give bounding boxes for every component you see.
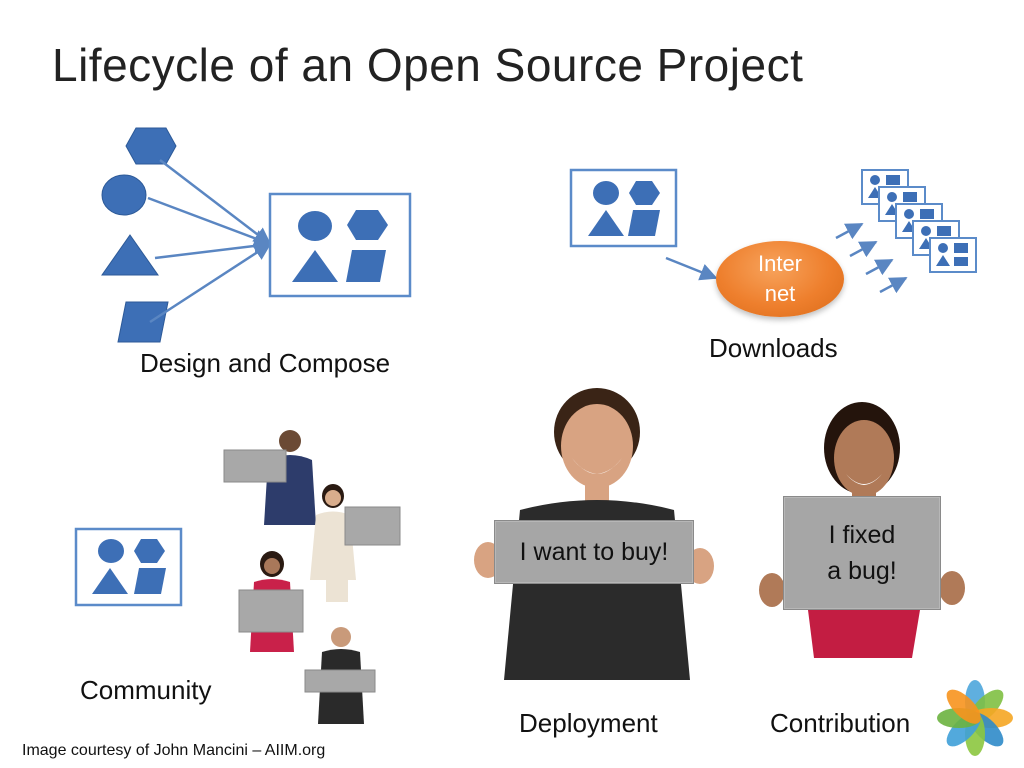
deployment-sign: I want to buy! bbox=[494, 520, 694, 584]
arrow bbox=[149, 242, 272, 324]
arrow bbox=[665, 256, 718, 281]
community-label: Community bbox=[80, 675, 212, 705]
circle-shape bbox=[101, 174, 147, 216]
community-person-woman-pink bbox=[238, 551, 304, 652]
community-shapes-box bbox=[74, 527, 183, 607]
source-shapes-box bbox=[569, 168, 678, 248]
arrow bbox=[865, 258, 894, 276]
internet-line-1: Inter bbox=[757, 251, 803, 276]
internet-line-2: net bbox=[764, 281, 796, 306]
arrow bbox=[879, 276, 908, 294]
downloaded-copies-stack bbox=[861, 169, 977, 273]
parallelogram-shape bbox=[117, 301, 169, 343]
downloads-label: Downloads bbox=[709, 333, 838, 363]
contribution-sign-line-1: I fixed bbox=[828, 521, 896, 549]
contribution-sign-line-2: a bug! bbox=[827, 557, 897, 585]
community-person-man-navy bbox=[223, 430, 316, 525]
arrow bbox=[835, 222, 864, 240]
design-compose-label: Design and Compose bbox=[140, 348, 391, 378]
triangle-shape bbox=[101, 234, 159, 276]
contribution-label: Contribution bbox=[770, 708, 911, 738]
deployment-sign-text: I want to buy! bbox=[519, 537, 669, 566]
community-person-woman-white-suit bbox=[310, 484, 401, 602]
image-credit: Image courtesy of John Mancini – AIIM.or… bbox=[22, 742, 326, 759]
community-person-man-dark bbox=[304, 627, 376, 724]
internet-ellipse: Inter net bbox=[716, 241, 844, 317]
deployment-label: Deployment bbox=[519, 708, 658, 738]
slide-title: Lifecycle of an Open Source Project bbox=[52, 39, 804, 91]
arrow bbox=[154, 237, 272, 260]
arrow bbox=[159, 159, 272, 246]
arrow bbox=[849, 240, 878, 258]
arrow bbox=[147, 196, 272, 247]
composed-shapes-box bbox=[268, 192, 412, 298]
contribution-sign: I fixed a bug! bbox=[783, 496, 941, 610]
